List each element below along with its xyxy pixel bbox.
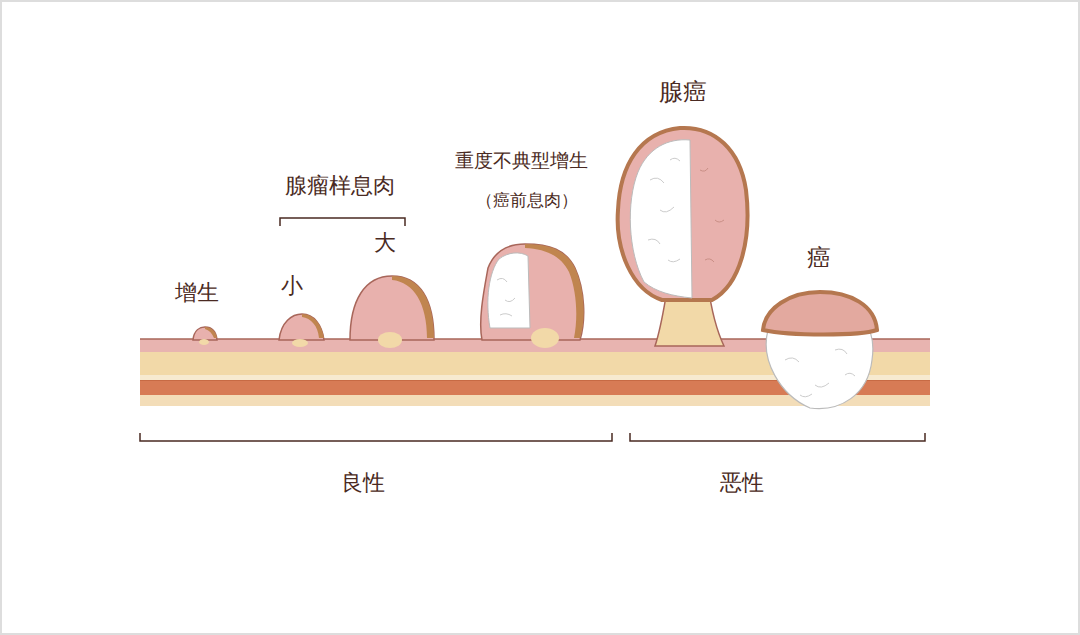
text-label: 腺癌 (659, 78, 707, 107)
text-label: 腺瘤样息肉 (285, 173, 395, 199)
text-label: 良性 (341, 470, 385, 496)
text-label: 小 (281, 273, 303, 299)
adenocarcinoma-polyp (618, 128, 748, 346)
invasive-cancer (763, 292, 877, 409)
premalignant-polyp (481, 244, 584, 348)
text-label: 大 (374, 230, 396, 256)
text-label: 增生 (175, 280, 219, 306)
adenoma-bracket (280, 218, 405, 226)
text-label: 恶性 (720, 470, 764, 496)
benign-bracket (140, 433, 612, 441)
text-label: 癌 (807, 244, 831, 273)
malignant-bracket (630, 433, 925, 441)
large-polyp (350, 276, 434, 348)
small-polyp (279, 314, 324, 347)
text-label: 重度不典型增生 (455, 149, 588, 172)
text-label: （癌前息肉） (476, 190, 578, 210)
hyperplasia-bump (193, 327, 217, 345)
